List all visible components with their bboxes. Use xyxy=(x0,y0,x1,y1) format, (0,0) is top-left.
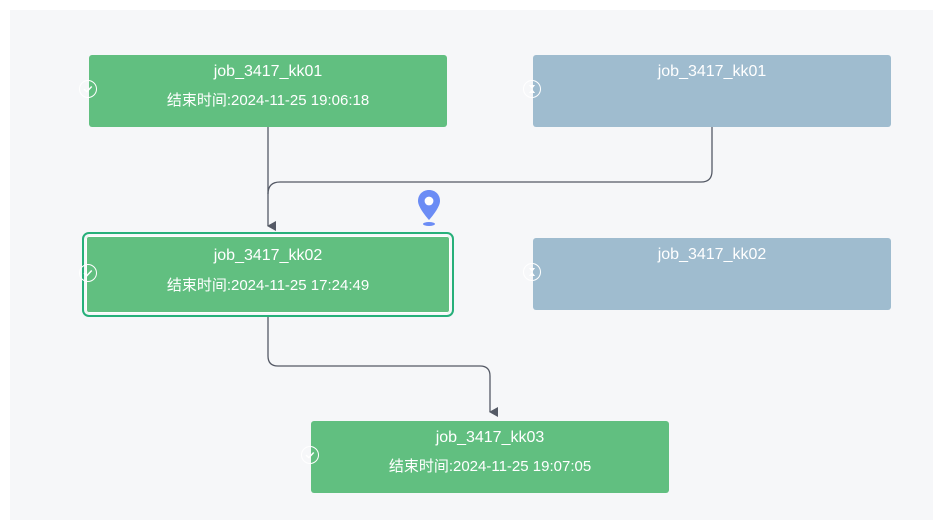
end-time: 结束时间:2024-11-25 17:24:49 xyxy=(166,277,370,294)
hourglass-icon xyxy=(523,80,541,98)
job-name: job_3417_kk01 xyxy=(213,63,323,80)
job-node[interactable]: job_3417_kk02 xyxy=(523,238,891,310)
job-name: job_3417_kk02 xyxy=(213,247,323,264)
location-pin-icon xyxy=(416,189,442,227)
job-node[interactable]: job_3417_kk01 结束时间:2024-11-25 19:06:18 xyxy=(79,55,447,127)
job-node-selected[interactable]: job_3417_kk02 结束时间:2024-11-25 17:24:49 xyxy=(79,232,454,317)
check-circle-icon xyxy=(79,264,97,282)
hourglass-icon xyxy=(523,263,541,281)
check-circle-icon xyxy=(79,80,97,98)
end-time: 结束时间:2024-11-25 19:07:05 xyxy=(388,458,592,475)
end-time: 结束时间:2024-11-25 19:06:18 xyxy=(166,92,370,109)
job-node[interactable]: job_3417_kk01 xyxy=(523,55,891,127)
job-name: job_3417_kk02 xyxy=(657,246,767,263)
job-name: job_3417_kk03 xyxy=(435,429,545,446)
check-circle-icon xyxy=(301,446,319,464)
job-name: job_3417_kk01 xyxy=(657,63,767,80)
job-node[interactable]: job_3417_kk03 结束时间:2024-11-25 19:07:05 xyxy=(301,421,669,493)
